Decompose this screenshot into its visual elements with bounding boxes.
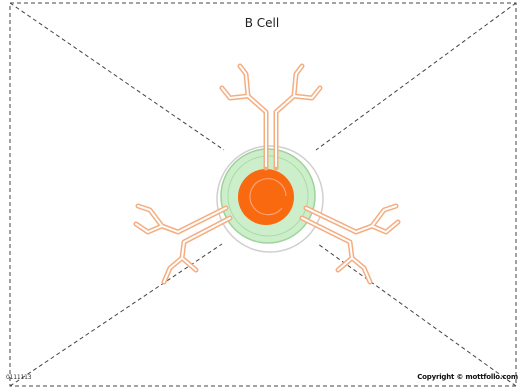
antibody-right-inner	[302, 206, 398, 282]
copyright-notice: Copyright © mottfollo.com	[417, 373, 518, 381]
figure-code: 0111113	[6, 374, 31, 381]
antibody-left-inner	[136, 206, 230, 282]
diagram-title: B Cell	[0, 16, 524, 30]
nucleus	[238, 169, 294, 225]
diagonal-bottom-right	[318, 244, 516, 386]
